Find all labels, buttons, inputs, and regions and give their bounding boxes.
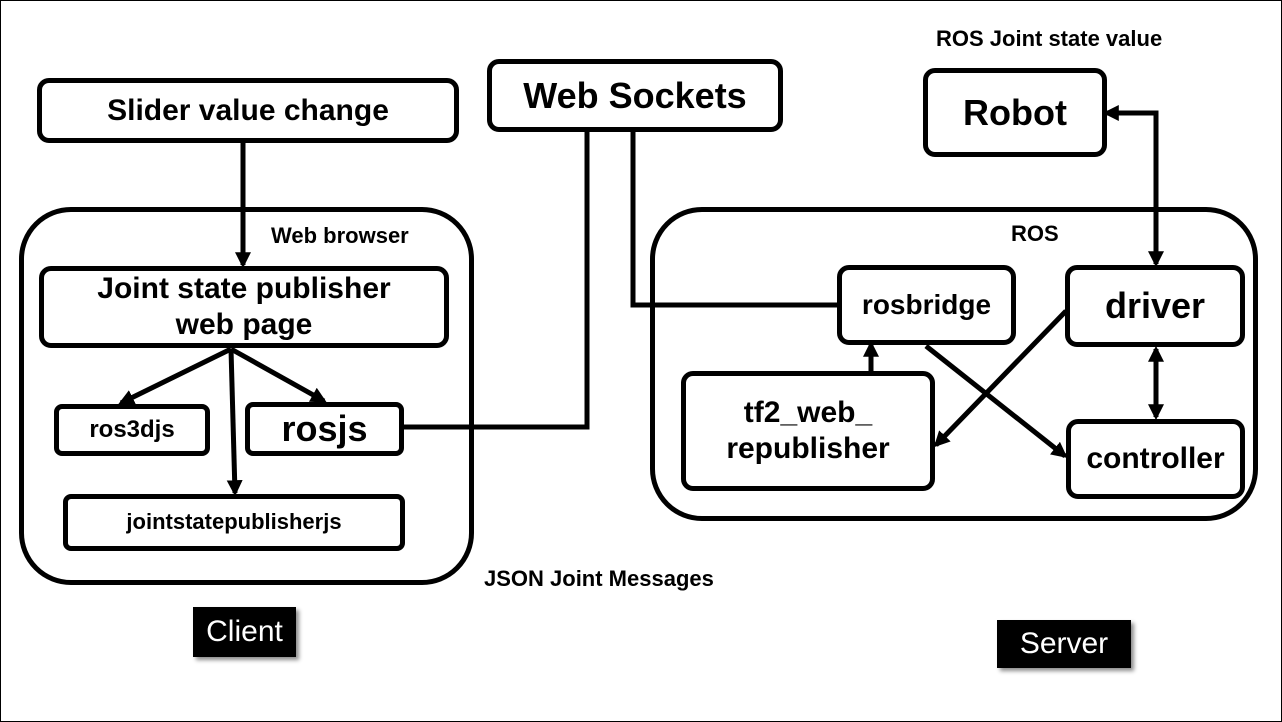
rosbridge-node: rosbridge (837, 265, 1016, 345)
slider-value-change-node: Slider value change (37, 78, 459, 143)
rosjs-label: rosjs (281, 408, 368, 450)
ros-group (650, 207, 1258, 521)
tf2-web-republisher-label-line1: tf2_web_ (743, 396, 873, 429)
arrow-webpage-to-rosjs (229, 346, 327, 404)
joint-state-publisher-web-page-label-line1: Joint state publisher (97, 272, 391, 305)
joint-state-publisher-web-page-label-line2: web page (175, 308, 313, 341)
server-tag: Server (997, 620, 1131, 668)
web-browser-caption: Web browser (271, 223, 409, 248)
arrow-webpage-to-ros3djs (118, 346, 233, 406)
web-sockets-node: Web Sockets (487, 59, 783, 132)
joint-state-publisher-web-page-node: Joint state publisher web page (39, 266, 449, 348)
rosjs-node: rosjs (245, 402, 404, 456)
rosbridge-label: rosbridge (861, 289, 992, 321)
ros3djs-node: ros3djs (54, 404, 210, 456)
jointstatepublisherjs-label: jointstatepublisherjs (126, 509, 342, 535)
json-joint-messages-caption: JSON Joint Messages (484, 566, 714, 591)
ros-caption: ROS (1011, 221, 1059, 246)
web-sockets-label: Web Sockets (523, 74, 747, 116)
wire-websockets-to-rosbridge (630, 131, 838, 308)
tf2-web-republisher-node: tf2_web_ republisher (681, 371, 935, 491)
web-browser-group (19, 207, 474, 585)
slider-value-change-label: Slider value change (107, 93, 389, 127)
robot-label: Robot (963, 91, 1067, 133)
arrow-driver-to-tf2 (933, 309, 1068, 448)
wire-rosjs-to-websockets (404, 131, 590, 430)
driver-node: driver (1065, 265, 1245, 347)
tf2-web-republisher-label-line2: republisher (726, 432, 890, 465)
ros3djs-label: ros3djs (89, 415, 175, 443)
robot-node: Robot (923, 68, 1107, 157)
arrow-rosbridge-to-controller (924, 344, 1068, 458)
controller-label: controller (1086, 442, 1225, 475)
ros-joint-state-value-caption: ROS Joint state value (936, 26, 1163, 51)
controller-node: controller (1066, 419, 1245, 499)
jointstatepublisherjs-node: jointstatepublisherjs (63, 494, 405, 551)
driver-label: driver (1104, 285, 1206, 327)
arrow-webpage-to-jointstatepublisherjs (226, 348, 243, 497)
arrow-robot-driver-bidirectional (1102, 104, 1165, 268)
client-tag: Client (193, 607, 296, 657)
